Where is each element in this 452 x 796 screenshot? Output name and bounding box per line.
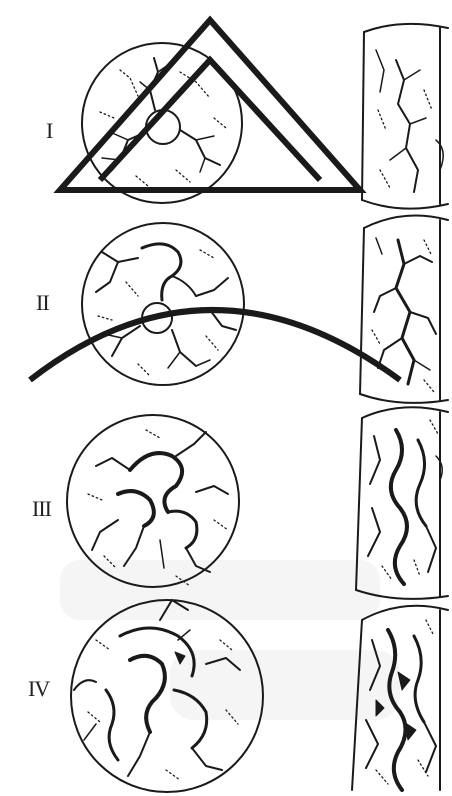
longitudinal-view-stage-4 xyxy=(352,606,448,790)
longitudinal-view-stage-2 xyxy=(360,216,448,403)
cross-section-stage-4 xyxy=(71,600,263,792)
cross-section-stage-1 xyxy=(82,43,242,203)
cross-section-stage-3 xyxy=(67,415,239,587)
longitudinal-view-stage-3 xyxy=(356,407,448,599)
cross-section-stage-2 xyxy=(82,223,244,385)
longitudinal-view-stage-1 xyxy=(362,24,448,209)
